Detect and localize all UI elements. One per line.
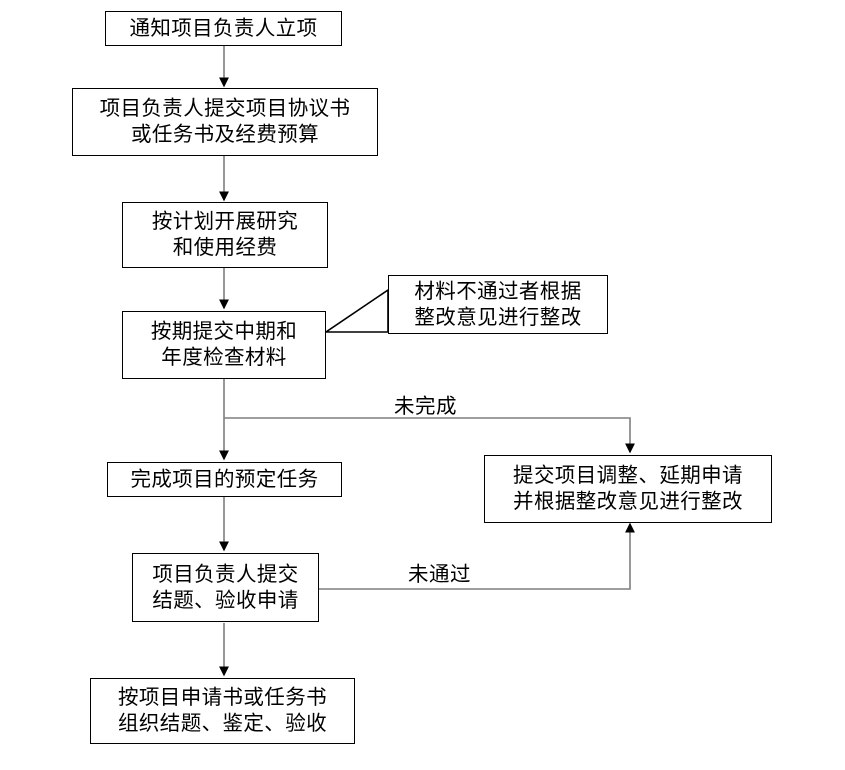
- node-text-line: 并根据整改意见进行整改: [513, 489, 743, 513]
- node-text-line: 项目负责人提交: [152, 561, 299, 586]
- node-text-line: 完成项目的预定任务: [130, 466, 319, 491]
- callout-materials-not-approved[interactable]: 材料不通过者根据 整改意见进行整改: [388, 275, 608, 334]
- node-text-line: 和使用经费: [172, 235, 278, 259]
- node-notify-project-leader[interactable]: 通知项目负责人立项: [105, 11, 342, 46]
- node-text-line: 结题、验收申请: [152, 587, 299, 612]
- node-text-line: 组织结题、鉴定、验收: [118, 711, 327, 735]
- edge-label-incomplete: 未完成: [390, 396, 461, 417]
- node-text-line: 项目负责人提交项目协议书: [99, 96, 351, 121]
- node-text-line: 提交项目调整、延期申请: [513, 463, 743, 488]
- node-text-line: 或任务书及经费预算: [130, 122, 320, 146]
- node-submit-agreement-budget[interactable]: 项目负责人提交项目协议书 或任务书及经费预算: [72, 88, 378, 156]
- edge-label-not-passed: 未通过: [404, 564, 475, 585]
- node-text-line: 通知项目负责人立项: [129, 15, 318, 40]
- node-complete-planned-tasks[interactable]: 完成项目的预定任务: [107, 462, 342, 497]
- callout-text-line: 材料不通过者根据: [414, 278, 582, 303]
- node-conduct-research-use-funds[interactable]: 按计划开展研究 和使用经费: [122, 202, 328, 268]
- node-text-line: 年度检查材料: [161, 345, 287, 369]
- edge-incomplete-n6: [224, 417, 635, 454]
- callout-tail: [323, 288, 389, 333]
- node-text-line: 按计划开展研究: [151, 209, 299, 234]
- node-text-line: 按期提交中期和: [150, 319, 298, 344]
- node-submit-midterm-annual-materials[interactable]: 按期提交中期和 年度检查材料: [122, 311, 326, 379]
- node-text-line: 按项目申请书或任务书: [118, 685, 327, 710]
- callout-text-line: 整改意见进行整改: [414, 304, 582, 329]
- node-submit-conclusion-acceptance[interactable]: 项目负责人提交 结题、验收申请: [132, 553, 319, 622]
- node-submit-adjustment-extension[interactable]: 提交项目调整、延期申请 并根据整改意见进行整改: [484, 455, 772, 523]
- node-organize-conclusion-appraisal[interactable]: 按项目申请书或任务书 组织结题、鉴定、验收: [90, 678, 355, 744]
